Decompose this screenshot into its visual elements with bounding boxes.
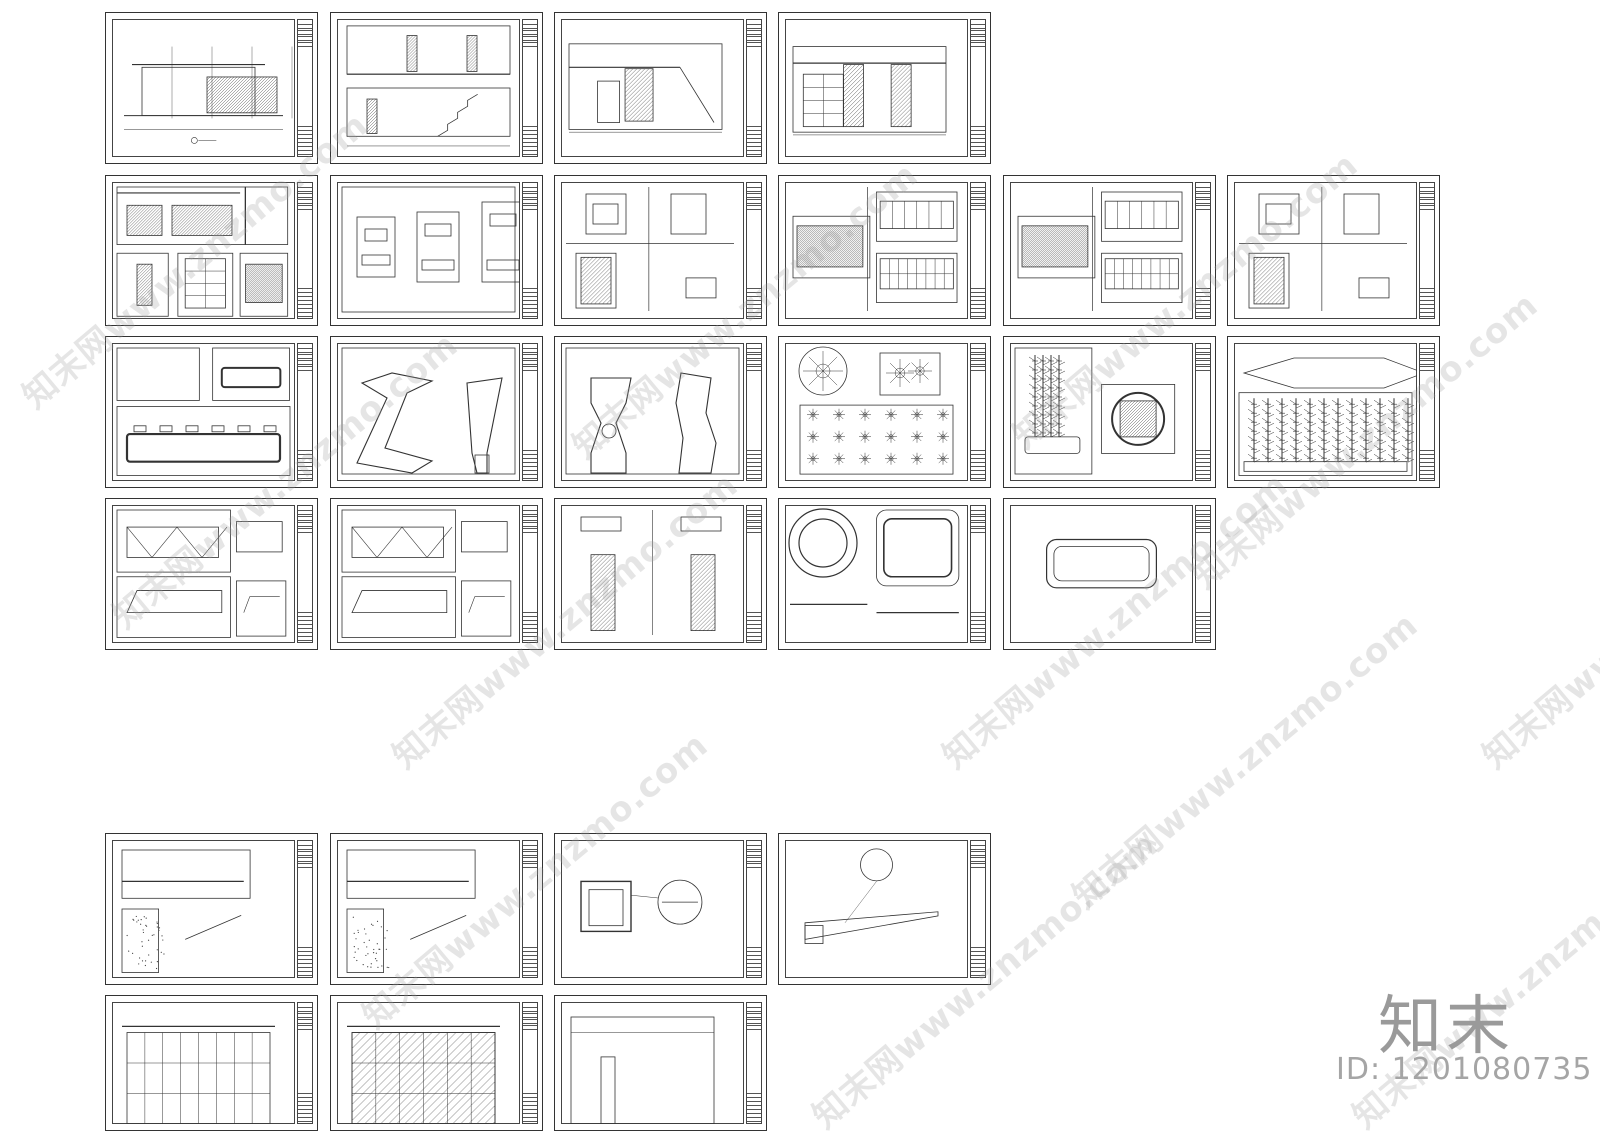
sheet-drawing <box>112 1002 295 1124</box>
title-block <box>746 505 762 643</box>
title-block <box>970 182 986 319</box>
drawing-sheet-facade-outline <box>554 995 767 1131</box>
drawing-id-label: ID: 1201080735 <box>1336 1052 1592 1087</box>
sheet-drawing <box>561 1002 744 1124</box>
sheet-drawing <box>785 19 968 157</box>
drawing-sheet-round-planter <box>778 498 991 650</box>
sheet-drawing <box>337 182 520 319</box>
sheet-drawing <box>337 505 520 643</box>
title-block <box>970 343 986 481</box>
title-block <box>297 505 313 643</box>
title-block <box>1419 182 1435 319</box>
title-block <box>970 19 986 157</box>
drawing-sheet-elevation <box>105 12 318 164</box>
drawing-sheet-ground-section <box>105 833 318 985</box>
sheet-drawing <box>561 19 744 157</box>
watermark: 知末网www.znzmo.com <box>1470 459 1600 778</box>
sheet-drawing <box>785 505 968 643</box>
title-block <box>297 182 313 319</box>
drawing-sheet-tree-planting <box>778 336 991 488</box>
drawing-sheet-plan-boxes <box>330 175 543 326</box>
sheet-drawing <box>337 1002 520 1124</box>
sheet-drawing <box>112 840 295 978</box>
drawing-sheet-elevation-stepped <box>554 12 767 164</box>
title-block <box>522 182 538 319</box>
title-block <box>522 343 538 481</box>
drawing-sheet-facade-grid <box>105 995 318 1131</box>
title-block <box>522 19 538 157</box>
drawing-sheet-planter-elevations <box>330 498 543 650</box>
title-block <box>1195 343 1211 481</box>
title-block <box>522 1002 538 1124</box>
sheet-drawing <box>785 840 968 978</box>
title-block <box>297 1002 313 1124</box>
sheet-drawing <box>112 19 295 157</box>
drawing-sheet-drainage-slope <box>778 833 991 985</box>
title-block <box>970 505 986 643</box>
title-block <box>297 840 313 978</box>
title-block <box>746 343 762 481</box>
sheet-drawing <box>785 343 968 481</box>
drawing-sheet-elevation-columns <box>778 12 991 164</box>
title-block <box>746 19 762 157</box>
title-block <box>746 840 762 978</box>
title-block <box>746 1002 762 1124</box>
